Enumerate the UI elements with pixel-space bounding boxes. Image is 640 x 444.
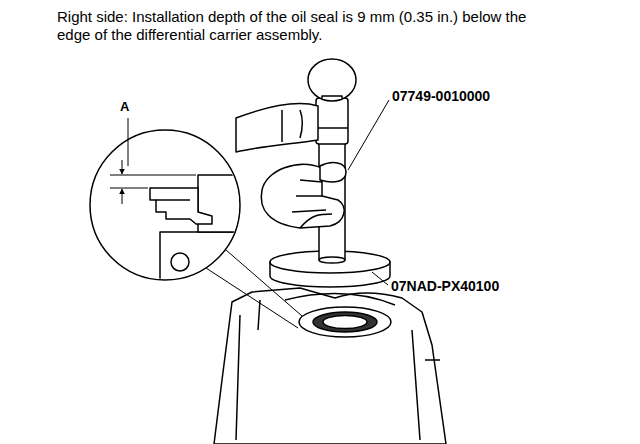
part-number: 07749-0010000 bbox=[392, 88, 490, 105]
upper-hand bbox=[236, 104, 318, 152]
note-text: Right side: Installation depth of the oi… bbox=[57, 8, 527, 44]
hammer-head bbox=[308, 59, 356, 101]
transmission-case bbox=[214, 288, 446, 444]
dimension-arrow bbox=[122, 160, 123, 174]
leader-line bbox=[372, 272, 388, 285]
carrier-section bbox=[160, 232, 235, 300]
extension-line bbox=[110, 175, 196, 176]
leader-line bbox=[206, 268, 298, 328]
driver-band bbox=[316, 127, 348, 129]
leader-line bbox=[348, 100, 389, 170]
oil-seal-lip bbox=[313, 312, 377, 332]
driver-shaft-end bbox=[319, 257, 345, 263]
leader-line bbox=[128, 118, 129, 166]
carrier-bore bbox=[171, 253, 189, 271]
oil-seal bbox=[299, 307, 391, 337]
seal-detail bbox=[156, 199, 190, 201]
part-number: 07NAD-PX40100 bbox=[391, 278, 499, 295]
finger-line bbox=[282, 110, 302, 142]
oil-seal-bore bbox=[323, 316, 367, 329]
driver-grip bbox=[316, 98, 348, 144]
hammer-neck bbox=[322, 96, 342, 99]
seal-section bbox=[150, 188, 212, 224]
case-flange bbox=[285, 294, 395, 305]
dimension-arrow bbox=[122, 189, 123, 204]
case-rib bbox=[236, 300, 440, 440]
thumb bbox=[320, 163, 346, 182]
extension-line bbox=[110, 188, 148, 189]
finger-line bbox=[292, 180, 332, 228]
callout-letter: A bbox=[120, 99, 129, 115]
